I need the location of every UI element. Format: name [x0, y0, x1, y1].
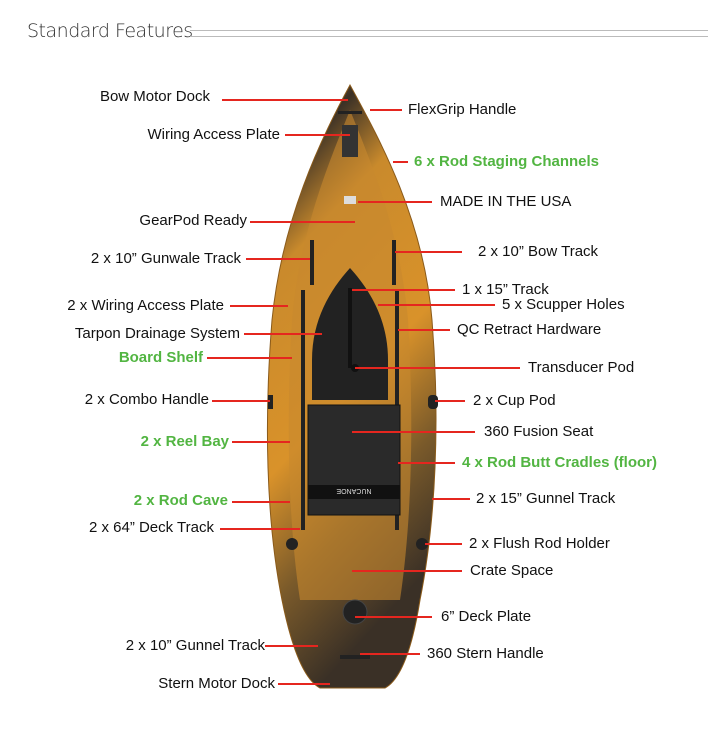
- deck-plate: [342, 599, 368, 625]
- label-wiring-access-plate-2: 2 x Wiring Access Plate: [67, 297, 224, 314]
- flush-rod-holder-right: [416, 538, 428, 550]
- deck-track-left: [301, 290, 305, 530]
- usa-flag-plate: [344, 196, 356, 204]
- seat-band: [308, 485, 400, 499]
- wiring-access-plate: [342, 125, 358, 157]
- label-bow-track: 2 x 10” Bow Track: [478, 243, 599, 260]
- label-stern-motor-dock: Stern Motor Dock: [158, 675, 275, 692]
- leader-lines: [207, 99, 520, 685]
- gunwale-track-left: [310, 240, 314, 285]
- label-stern-handle: 360 Stern Handle: [427, 645, 544, 662]
- label-gunnel-track-15: 2 x 15” Gunnel Track: [476, 490, 616, 507]
- label-rod-butt-cradles: 4 x Rod Butt Cradles (floor): [462, 454, 658, 471]
- track-15: [348, 288, 352, 368]
- label-gunwale-track: 2 x 10” Gunwale Track: [90, 250, 241, 267]
- label-cup-pod: 2 x Cup Pod: [473, 392, 556, 409]
- label-board-shelf: Board Shelf: [118, 349, 203, 366]
- label-transducer-pod: Transducer Pod: [528, 359, 635, 376]
- label-scupper-holes: 5 x Scupper Holes: [502, 296, 625, 313]
- flush-rod-holder-left: [286, 538, 298, 550]
- label-combo-handle: 2 x Combo Handle: [84, 391, 209, 408]
- combo-handle-left: [268, 395, 273, 409]
- label-tarpon-drainage: Tarpon Drainage System: [74, 325, 240, 342]
- bow-track-right: [392, 240, 396, 285]
- label-track-15: 1 x 15” Track: [462, 281, 549, 298]
- label-flush-rod-holder: 2 x Flush Rod Holder: [469, 535, 610, 552]
- label-rod-staging: 6 x Rod Staging Channels: [414, 153, 600, 170]
- section-title: Standard Features: [27, 20, 193, 42]
- label-gearpod-ready: GearPod Ready: [139, 212, 247, 229]
- title-divider: [190, 30, 708, 37]
- stern-handle: [340, 655, 370, 659]
- label-qc-retract: QC Retract Hardware: [457, 321, 602, 338]
- label-reel-bay: 2 x Reel Bay: [140, 433, 229, 450]
- flexgrip-handle: [338, 111, 362, 114]
- label-flexgrip-handle: FlexGrip Handle: [408, 101, 517, 118]
- label-rod-cave: 2 x Rod Cave: [133, 492, 228, 509]
- label-wiring-access-plate: Wiring Access Plate: [147, 126, 280, 143]
- label-deck-track: 2 x 64” Deck Track: [88, 519, 214, 536]
- label-made-in-usa: MADE IN THE USA: [440, 193, 572, 210]
- seat-brand: NUCANOE: [336, 487, 371, 494]
- label-crate-space: Crate Space: [470, 562, 554, 579]
- label-gunnel-track-10: 2 x 10” Gunnel Track: [125, 637, 265, 654]
- label-bow-motor-dock: Bow Motor Dock: [99, 88, 210, 105]
- label-fusion-seat: 360 Fusion Seat: [484, 423, 594, 440]
- label-deck-plate: 6” Deck Plate: [441, 608, 532, 625]
- cup-pod-right: [428, 395, 438, 409]
